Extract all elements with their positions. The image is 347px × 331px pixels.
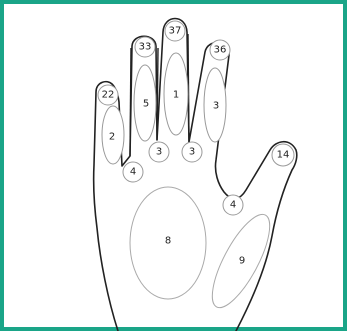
middle-tip-label: 37 <box>169 26 182 37</box>
little-middle-label: 2 <box>109 132 115 143</box>
ring-tip-label: 33 <box>139 42 152 53</box>
middle-middle-label: 1 <box>173 90 179 101</box>
index-middle-label: 3 <box>213 101 219 112</box>
palm-center-label: 8 <box>165 236 171 247</box>
ring-middle-label: 5 <box>143 99 149 110</box>
middle-base-label: 3 <box>156 147 162 158</box>
thumb-base-label: 4 <box>230 200 236 211</box>
thenar-label: 9 <box>239 256 245 267</box>
little-tip-label: 22 <box>102 90 115 101</box>
index-tip-label: 36 <box>214 45 227 56</box>
index-base-label: 3 <box>189 147 195 158</box>
middle-finger-outline <box>157 48 158 140</box>
thumb-tip-label: 14 <box>277 150 290 161</box>
ring-finger-outline <box>130 48 131 156</box>
little-base-label: 4 <box>130 167 136 178</box>
